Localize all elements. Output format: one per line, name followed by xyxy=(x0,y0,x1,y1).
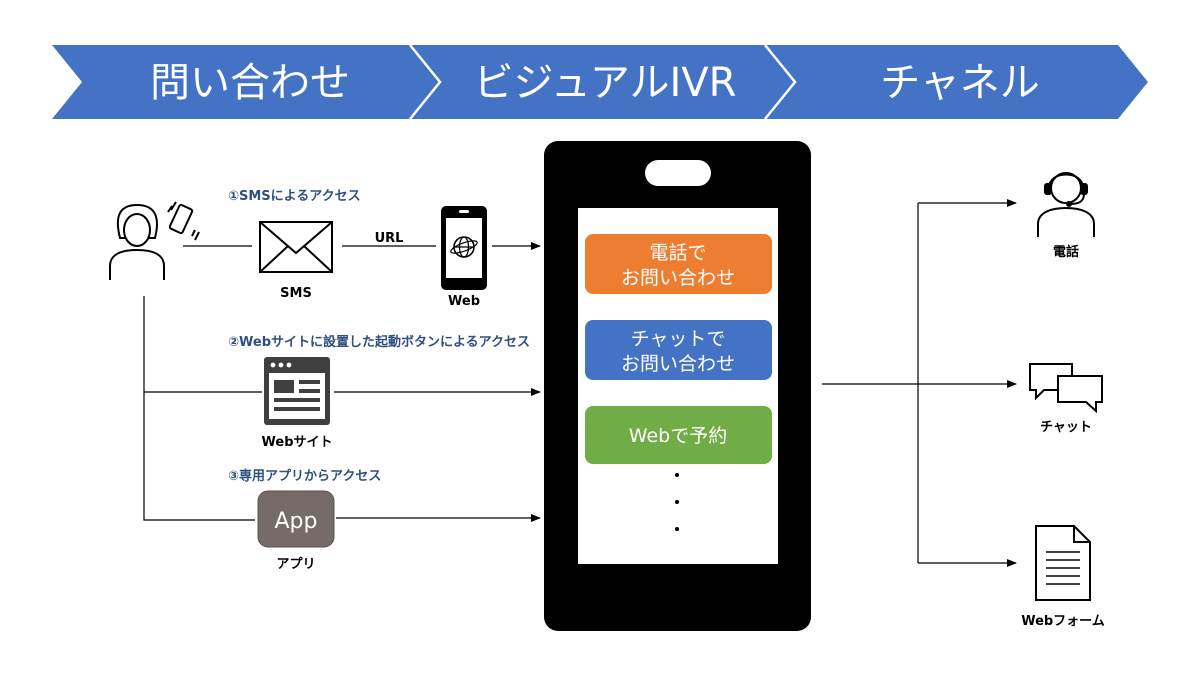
web-form-document-icon xyxy=(1035,525,1091,601)
ivr-button-web-reserve-label: Webで予約 xyxy=(629,425,727,447)
ivr-button-phone-line2: お問い合わせ xyxy=(621,267,735,289)
header-step-2-chevron xyxy=(410,45,795,119)
ivr-button-phone[interactable]: 電話で お問い合わせ xyxy=(585,234,772,294)
more-options-ellipsis xyxy=(675,473,679,531)
label-webform-channel: Webフォーム xyxy=(1021,614,1105,629)
header-step-inquiry: 問い合わせ xyxy=(150,60,350,106)
app-icon-text: App xyxy=(275,509,318,534)
person-icon xyxy=(109,203,165,280)
chat-bubbles-icon xyxy=(1029,363,1103,414)
label-url: URL xyxy=(375,231,404,246)
label-sms: SMS xyxy=(280,286,312,301)
header-step-visual-ivr: ビジュアルIVR xyxy=(474,60,737,106)
header-banner: 問い合わせ ビジュアルIVR チャネル xyxy=(52,44,1148,120)
label-app: アプリ xyxy=(276,557,315,572)
label-chat-channel: チャット xyxy=(1040,420,1092,435)
ivr-button-chat-bg xyxy=(585,320,772,380)
label-website: Webサイト xyxy=(262,435,333,450)
ivr-button-web-reserve[interactable]: Webで予約 xyxy=(585,406,772,464)
ivr-button-chat-line2: お問い合わせ xyxy=(621,353,735,375)
caption-web-button-access: ②Webサイトに設置した起動ボタンによるアクセス xyxy=(228,334,530,350)
envelope-icon xyxy=(259,221,333,273)
header-divider-2 xyxy=(764,44,797,120)
header-step-1-chevron xyxy=(52,45,440,119)
visual-ivr-phone xyxy=(544,141,811,631)
phone-speaker xyxy=(645,160,711,186)
smartphone-vibrate-icon xyxy=(167,201,200,241)
label-web: Web xyxy=(448,294,480,309)
website-icon xyxy=(264,357,330,425)
operator-headset-icon xyxy=(1037,172,1095,237)
ivr-button-chat-line1: チャットで xyxy=(631,328,726,350)
header-step-channel: チャネル xyxy=(880,60,1040,106)
ivr-button-web-reserve-bg xyxy=(585,406,772,464)
ivr-button-phone-bg xyxy=(585,234,772,294)
label-phone-channel: 電話 xyxy=(1053,244,1079,260)
header-step-3-chevron xyxy=(765,45,1148,119)
ivr-button-phone-line1: 電話で xyxy=(649,242,706,264)
header-divider-1 xyxy=(409,44,442,120)
app-icon: App xyxy=(257,490,335,548)
caption-sms-access: ①SMSによるアクセス xyxy=(228,189,361,204)
caption-app-access: ③専用アプリからアクセス xyxy=(228,468,381,484)
ivr-button-chat[interactable]: チャットで お問い合わせ xyxy=(585,320,772,380)
connector-person-branch xyxy=(143,296,255,521)
mobile-web-icon xyxy=(441,206,487,290)
